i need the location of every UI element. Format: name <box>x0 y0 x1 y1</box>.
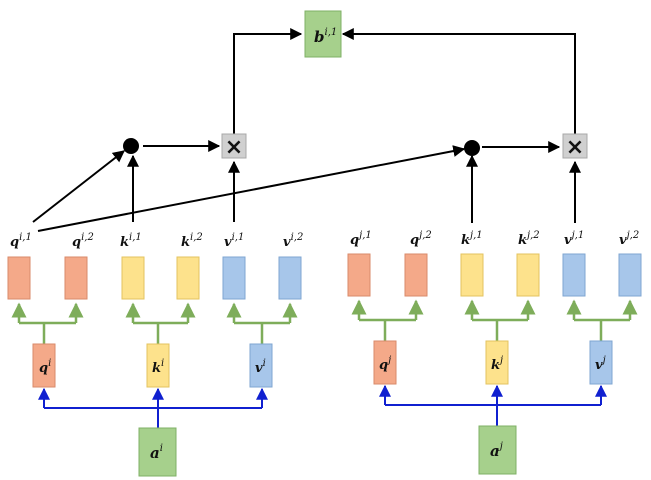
q-j-box <box>373 340 397 385</box>
q-j2-box <box>404 253 428 297</box>
multiply-j-symbol: × <box>566 135 584 160</box>
q-j-label: qj <box>379 355 391 373</box>
k-j2-label: kj,2 <box>518 230 540 248</box>
q-i-box <box>32 343 56 388</box>
b-output-box <box>304 10 342 58</box>
q-i1-to-dot-j-arrow <box>37 145 466 232</box>
multiply-i-box <box>221 133 247 159</box>
k-j1-box <box>460 253 484 297</box>
v-i-label: vi <box>255 358 266 376</box>
k-i1-box <box>121 256 145 300</box>
multiply-i-symbol: × <box>225 135 243 160</box>
input-projection-arrows <box>38 384 607 428</box>
v-i1-box <box>222 256 246 300</box>
dot-product-j-node <box>464 140 480 156</box>
k-j-box <box>485 340 509 385</box>
k-j1-label: kj,1 <box>461 230 483 248</box>
k-j2-box <box>516 253 540 297</box>
q-i1-box <box>7 256 31 300</box>
a-j-label: aj <box>490 441 503 460</box>
mult-j-to-b-arrow <box>341 28 576 134</box>
k-i2-box <box>176 256 200 300</box>
a-i-label: ai <box>150 443 163 462</box>
q-i1-label: qi,1 <box>10 232 32 250</box>
v-j1-box <box>562 253 586 297</box>
a-i-box <box>138 427 177 477</box>
k-i-label: ki <box>152 358 164 376</box>
q-i2-label: qi,2 <box>72 232 94 250</box>
dot-product-i-node <box>123 138 139 154</box>
a-j-box <box>478 425 517 475</box>
v-j2-label: vj,2 <box>619 230 639 248</box>
q-i2-box <box>64 256 88 300</box>
v-j-label: vj <box>595 355 606 373</box>
k-i1-label: ki,1 <box>120 232 142 250</box>
multiply-j-box <box>562 133 588 159</box>
v-j-box <box>589 340 613 385</box>
attention-arrows <box>32 28 581 232</box>
k-i2-label: ki,2 <box>181 232 203 250</box>
b-output-label: bi,1 <box>314 27 337 46</box>
q-j2-label: qj,2 <box>410 230 432 248</box>
q-i-label: qi <box>39 358 51 376</box>
v-i-box <box>249 343 273 388</box>
q-i1-to-dot-i-arrow <box>32 150 125 223</box>
v-j2-box <box>618 253 642 297</box>
q-j1-box <box>347 253 371 297</box>
q-j1-label: qj,1 <box>350 230 372 248</box>
head-split-arrows <box>11 299 638 344</box>
v-i1-label: vi,1 <box>224 232 244 250</box>
v-i2-label: vi,2 <box>283 232 303 250</box>
v-i2-box <box>278 256 302 300</box>
k-i-box <box>146 343 170 388</box>
k-j-label: kj <box>491 355 503 373</box>
mult-i-to-b-arrow <box>233 28 303 134</box>
v-j1-label: vj,1 <box>564 230 584 248</box>
